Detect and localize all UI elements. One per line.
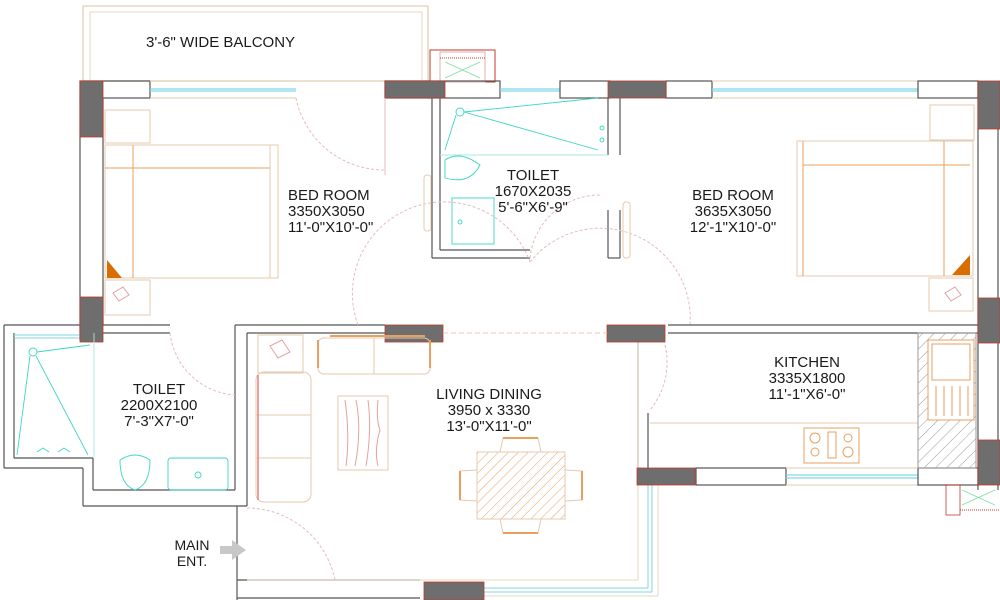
- toilet2-fixtures: [16, 333, 229, 491]
- kitchen-label: KITCHEN 3335X1800 11'-1"X6'-0": [748, 355, 866, 403]
- bedroom1-furniture: [104, 109, 432, 316]
- balcony-label: 3'-6" WIDE BALCONY: [146, 34, 296, 51]
- duct-shaft-bottom: [945, 484, 1000, 516]
- room-size-metric: 3350X3050: [288, 203, 365, 220]
- door-swings: [169, 97, 691, 581]
- main-entrance-label: MAIN ENT.: [174, 537, 210, 569]
- room-name: BED ROOM: [692, 187, 774, 204]
- room-name: TOILET: [506, 167, 560, 184]
- toilet1-fixtures: [440, 97, 608, 245]
- room-size-metric: 2200X2100: [120, 397, 198, 414]
- room-size-imperial: 13'-0"X11'-0": [446, 418, 532, 435]
- living-dining-label: LIVING DINING 3950 x 3330 13'-0"X11'-0": [412, 387, 566, 435]
- entry-arrow-icon: [220, 540, 246, 560]
- room-name: KITCHEN: [774, 354, 840, 371]
- bedroom2-label: BED ROOM 3635X3050 12'-1"X10'-0": [672, 188, 794, 236]
- room-size-metric: 3950 x 3330: [447, 402, 531, 419]
- walls: [3, 80, 999, 600]
- toilet-window: [14, 334, 80, 339]
- kitchen-counter: [650, 332, 977, 469]
- room-name: LIVING DINING: [436, 386, 542, 403]
- room-size-imperial: 12'-1"X10'-0": [689, 219, 777, 236]
- room-name: BED ROOM: [288, 187, 370, 204]
- living-right-window: [247, 333, 659, 597]
- toilet2-label: TOILET 2200X2100 7'-3"X7'-0": [104, 382, 214, 430]
- duct-shaft-top: [429, 49, 496, 83]
- living-furniture: [255, 332, 607, 534]
- bedroom2-furniture: [622, 104, 975, 312]
- room-size-imperial: 11'-0"X10'-0": [288, 219, 374, 236]
- bedroom1-label: BED ROOM 3350X3050 11'-0"X10'-0": [288, 188, 373, 236]
- room-size-imperial: 11'-1"X6'-0": [768, 386, 846, 403]
- room-name: TOILET: [132, 381, 186, 398]
- room-size-metric: 3635X3050: [694, 203, 772, 220]
- room-size-metric: 1670X2035: [494, 183, 572, 200]
- toilet1-label: TOILET 1670X2035 5'-6"X6'-9": [478, 168, 588, 216]
- columns: [79, 80, 1000, 600]
- room-size-metric: 3335X1800: [768, 370, 846, 387]
- room-size-imperial: 5'-6"X6'-9": [498, 199, 568, 216]
- room-size-imperial: 7'-3"X7'-0": [124, 413, 194, 430]
